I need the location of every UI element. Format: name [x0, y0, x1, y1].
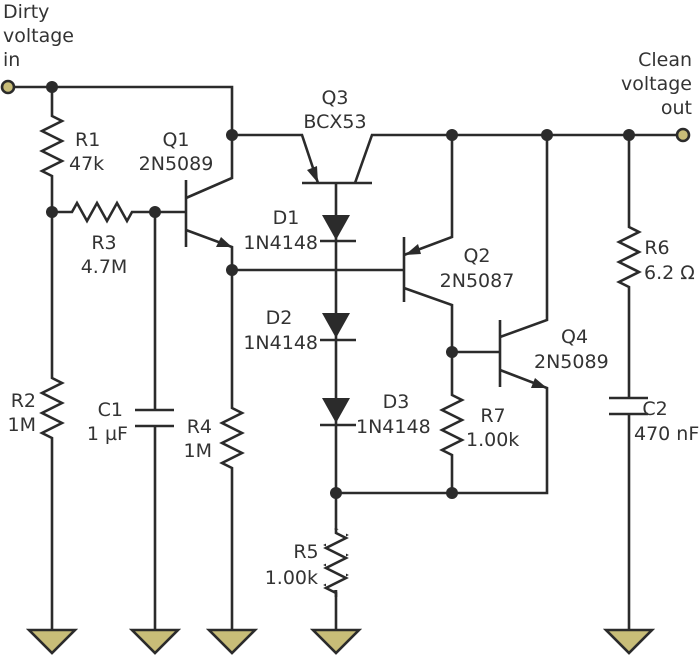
wire-q4-collector [499, 135, 549, 339]
d3-ref: D3 [383, 391, 410, 413]
r5-ref: R5 [293, 541, 318, 563]
wire-r6 [616, 135, 642, 398]
wire-q2-collector [403, 286, 454, 352]
wire-r5-body [323, 528, 349, 597]
wire-q1-emitter [185, 228, 234, 270]
r1-ref: R1 [75, 129, 100, 151]
ground-icon [205, 628, 259, 655]
d1-value: 1N4148 [243, 232, 318, 254]
q1-emitter-arrow-icon [216, 237, 232, 247]
junctions [46, 81, 635, 499]
labels: Dirty voltage in Clean voltage out R1 47… [3, 1, 699, 589]
wire-r4 [219, 270, 245, 630]
wire-q1-collector [185, 135, 234, 200]
c2-ref: C2 [642, 398, 667, 420]
r4-value: 1M [184, 440, 212, 462]
output-label-line3: out [661, 97, 692, 119]
q4-ref: Q4 [561, 326, 588, 348]
r2-ref: R2 [11, 390, 36, 412]
r7-value: 1.00k [466, 429, 519, 451]
wire-q2-emitter [403, 135, 454, 257]
diode-d1 [320, 215, 356, 243]
d2-ref: D2 [266, 307, 293, 329]
diode-d3-icon [322, 398, 350, 423]
grounds [25, 628, 656, 655]
q3-value: BCX53 [303, 111, 366, 133]
q4-emitter-arrow-icon [531, 378, 547, 388]
input-label-line2: voltage [3, 25, 74, 47]
input-label-line3: in [3, 49, 20, 71]
junction-node [446, 346, 458, 358]
diode-d3 [320, 398, 356, 427]
ground-icon [602, 628, 656, 655]
ground-icon [128, 628, 182, 655]
output-terminal [675, 127, 691, 143]
wire-r3 [52, 200, 186, 224]
wire-r2 [39, 212, 65, 630]
junction-node [623, 129, 635, 141]
output-label-line2: voltage [621, 73, 692, 95]
q1-value: 2N5089 [139, 153, 214, 175]
junction-node [541, 129, 553, 141]
input-label-line1: Dirty [3, 1, 49, 23]
d1-ref: D1 [273, 207, 300, 229]
q2-ref: Q2 [463, 245, 490, 267]
junction-node [446, 129, 458, 141]
junction-node [46, 206, 58, 218]
wire-q3-collector [353, 133, 676, 184]
wire-q3-emitter [232, 133, 320, 184]
q1-ref: Q1 [162, 129, 189, 151]
r3-value: 4.7M [81, 256, 128, 278]
wire-input-rail [15, 85, 234, 135]
c1-value: 1 µF [87, 423, 128, 445]
diode-d2 [320, 313, 356, 342]
r2-value: 1M [8, 414, 36, 436]
q3-ref: Q3 [321, 87, 348, 109]
d2-value: 1N4148 [243, 332, 318, 354]
ground-icon [309, 628, 363, 655]
junction-node [330, 487, 342, 499]
junction-node [149, 206, 161, 218]
q2-value: 2N5087 [440, 270, 515, 292]
q3-emitter-arrow-icon [307, 166, 318, 183]
r6-ref: R6 [644, 237, 669, 259]
junction-node [446, 487, 458, 499]
ground-icon [25, 628, 79, 655]
wire-q4-emitter [336, 368, 549, 495]
output-label-line1: Clean [638, 49, 692, 71]
diode-d2-icon [322, 313, 350, 338]
r1-value: 47k [69, 153, 104, 175]
r3-ref: R3 [91, 232, 116, 254]
input-terminal [0, 79, 16, 95]
wire-r1 [39, 87, 65, 212]
c2-value: 470 nF [634, 423, 699, 445]
q4-value: 2N5089 [534, 351, 609, 373]
r4-ref: R4 [187, 416, 212, 438]
diode-d1-icon [322, 215, 350, 240]
junction-node [46, 81, 58, 93]
wire-r7 [439, 352, 465, 493]
r5-value: 1.00k [265, 567, 318, 589]
junction-node [226, 264, 238, 276]
junction-node [226, 129, 238, 141]
r6-value: 6.2 Ω [644, 262, 695, 284]
q2-emitter-arrow-icon [405, 244, 421, 255]
r7-ref: R7 [480, 405, 505, 427]
d3-value: 1N4148 [356, 416, 431, 438]
c1-ref: C1 [98, 399, 123, 421]
